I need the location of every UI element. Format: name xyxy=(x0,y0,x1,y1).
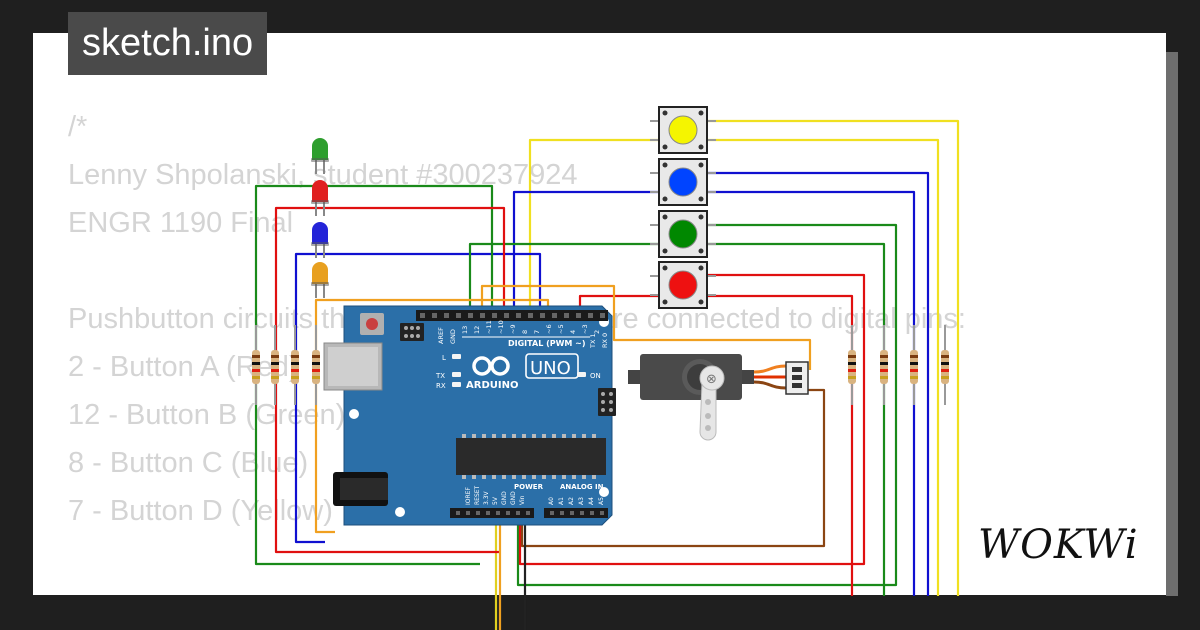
resistor xyxy=(291,325,299,405)
wire-green-2 xyxy=(516,223,898,587)
wire-orange-2 xyxy=(480,284,812,370)
led-orange xyxy=(311,262,329,298)
rx-led-label: RX xyxy=(436,382,446,390)
pin-label: 12 xyxy=(473,326,481,334)
power-pin-label: 3.3V xyxy=(483,490,490,505)
pin-label: ~3 xyxy=(581,324,589,334)
power-header xyxy=(450,508,534,518)
pin-label: ~11 xyxy=(485,320,493,334)
wire-yellow-3 xyxy=(708,138,940,596)
pin-label: 2 xyxy=(593,330,601,334)
code-line: LEDs in circuits with the following digi… xyxy=(68,583,1166,595)
wokwi-logo: WOKWi xyxy=(978,522,1139,568)
wire-green-3 xyxy=(708,242,886,596)
code-line: /* xyxy=(68,111,88,143)
resistor xyxy=(252,325,260,405)
power-pin-label: IOREF xyxy=(465,487,472,505)
wire-blue-4 xyxy=(294,252,542,544)
pin-label: 8 xyxy=(521,330,529,334)
pushbutton-yellow xyxy=(650,106,716,154)
wire-green-4 xyxy=(254,184,494,566)
wire-red-4 xyxy=(274,206,506,554)
arduino-uno-board: AREF GND 13 12 ~11 ~10 ~9 8 7 ~6 ~5 4 ~3… xyxy=(323,305,616,526)
analog-pin-label: A1 xyxy=(558,497,565,505)
led-blue xyxy=(311,222,329,258)
analog-pin-label: A0 xyxy=(548,497,555,505)
digital-header xyxy=(416,310,608,321)
microcontroller-chip xyxy=(456,438,606,475)
code-line: ENGR 1190 Final xyxy=(68,207,294,239)
pin-label: ~5 xyxy=(557,324,565,334)
resistor xyxy=(880,325,888,405)
wire-yellow-1 xyxy=(528,138,658,318)
wire-red-3 xyxy=(708,294,854,596)
resistor xyxy=(941,325,949,405)
arduino-logo xyxy=(472,356,510,376)
analog-pin-label: A2 xyxy=(568,497,575,505)
analog-header-label: ANALOG IN xyxy=(560,483,604,491)
power-pin-label: Vin xyxy=(519,495,526,505)
analog-pin-label: A5 xyxy=(598,497,605,505)
pin-label: ~10 xyxy=(497,320,505,334)
pin-label: RX 0 xyxy=(601,333,609,348)
power-header-label: POWER xyxy=(514,483,544,491)
card-shadow xyxy=(1166,52,1178,596)
pushbutton-red xyxy=(650,261,716,309)
power-pin-label: 5V xyxy=(492,496,499,505)
pin-label: TX 1 xyxy=(589,333,597,349)
resistor xyxy=(312,325,320,405)
l-led-label: L xyxy=(442,354,446,362)
tx-led-label: TX xyxy=(435,372,445,380)
led-red xyxy=(311,180,329,216)
pin-label: 4 xyxy=(569,330,577,334)
pin-label: GND xyxy=(449,329,457,344)
analog-pin-label: A3 xyxy=(578,497,585,505)
analog-header xyxy=(544,508,608,518)
resistor xyxy=(848,325,856,405)
board-model: UNO xyxy=(530,358,571,379)
power-pin-label: GND xyxy=(510,491,517,505)
pin-label: ~9 xyxy=(509,324,517,334)
led-green xyxy=(311,138,329,174)
resistor xyxy=(271,325,279,405)
wire-blue-2 xyxy=(708,171,930,596)
servo-motor: ⊗ xyxy=(628,354,809,441)
pushbutton-green xyxy=(650,210,716,258)
power-pin-label: RESET xyxy=(474,485,481,505)
svg-text:⊗: ⊗ xyxy=(706,372,717,387)
wire-red-2 xyxy=(518,273,866,566)
file-tab[interactable]: sketch.ino xyxy=(68,12,268,75)
wire-yellow-2 xyxy=(708,119,960,596)
pushbutton-blue xyxy=(650,158,716,206)
wire-brown-1 xyxy=(520,388,826,548)
pin-label: 7 xyxy=(533,330,541,334)
analog-pin-label: A4 xyxy=(588,497,595,505)
arduino-logo-text: ARDUINO xyxy=(466,380,518,391)
wire-blue-1 xyxy=(512,190,658,318)
pin-label: 13 xyxy=(461,326,469,334)
pin-label: AREF xyxy=(437,327,445,344)
digital-header-label: DIGITAL (PWM ~) xyxy=(508,339,586,348)
resistor xyxy=(910,325,918,405)
code-line: 2 - Button A (Red) xyxy=(68,351,299,383)
on-led-label: ON xyxy=(590,372,601,380)
wire-green-1 xyxy=(468,242,658,318)
wire-blue-3 xyxy=(708,190,916,596)
power-pin-label: GND xyxy=(501,491,508,505)
pin-label: ~6 xyxy=(545,324,553,334)
